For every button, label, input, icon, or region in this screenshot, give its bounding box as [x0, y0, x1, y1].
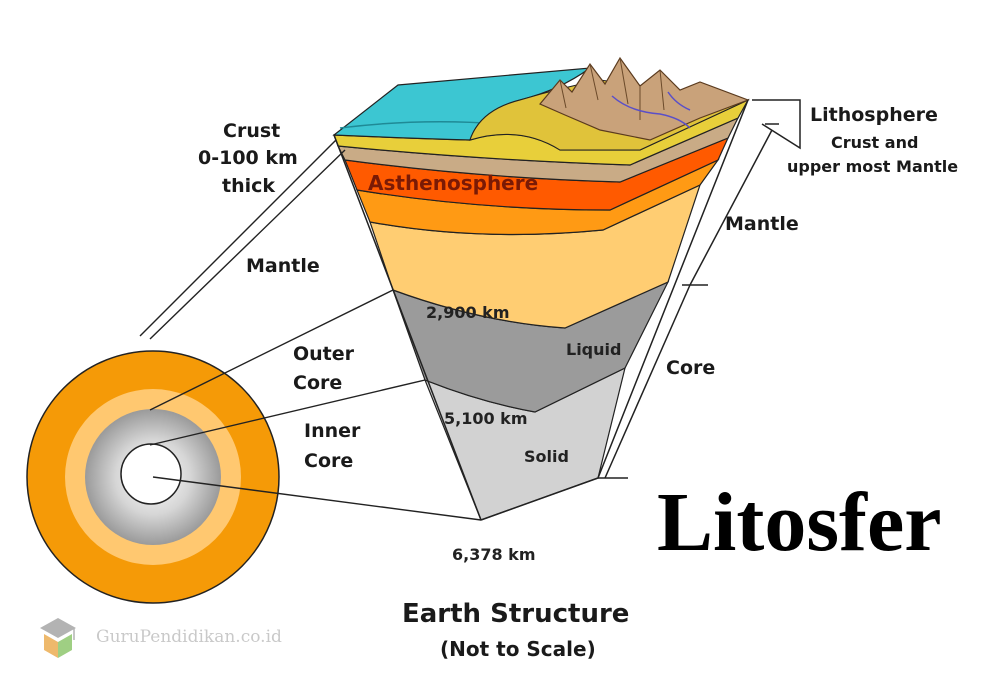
label-crust-thickness: 0-100 km — [198, 147, 298, 169]
label-liquid: Liquid — [566, 340, 621, 359]
mantle-scale-line — [689, 129, 773, 286]
connector-crust-2 — [149, 149, 346, 340]
connector-outer-core — [149, 289, 394, 411]
label-lithosphere-desc-1: Crust and — [831, 133, 918, 152]
core-scale-line — [604, 284, 691, 479]
left-labels: Crust 0-100 km thick Mantle Outer Core I… — [198, 120, 361, 472]
connector-crust-1 — [139, 139, 337, 337]
earth-wedge — [332, 56, 750, 521]
connector-inner-core — [149, 379, 426, 446]
mountain-range — [539, 56, 750, 141]
lithosphere-bracket — [752, 99, 801, 150]
label-inner-core-1: Inner — [304, 420, 361, 442]
right-scale — [598, 99, 801, 479]
label-depth-2900: 2,900 km — [426, 303, 510, 322]
label-inner-core-2: Core — [304, 450, 353, 472]
page-title: Litosfer — [657, 476, 942, 569]
mountain-shading — [559, 57, 665, 120]
wedge-front-edge — [333, 134, 482, 521]
caption-sub: (Not to Scale) — [440, 637, 596, 661]
graduation-cap-cube-icon — [40, 618, 76, 658]
label-depth-6378: 6,378 km — [452, 545, 536, 564]
label-mantle-left: Mantle — [246, 255, 320, 277]
label-outer-core-2: Core — [293, 372, 342, 394]
label-crust-thick: thick — [222, 175, 275, 197]
label-mantle-right: Mantle — [725, 213, 799, 235]
river-2 — [667, 91, 691, 111]
watermark-text: GuruPendidikan.co.id — [96, 627, 282, 647]
connector-lines — [139, 139, 482, 521]
caption-main: Earth Structure — [402, 599, 629, 629]
wedge-labels: Asthenosphere 2,900 km Liquid 5,100 km S… — [368, 171, 621, 564]
globe-inner-core — [120, 443, 182, 505]
connector-center — [152, 476, 482, 521]
label-depth-5100: 5,100 km — [444, 409, 528, 428]
label-outer-core-1: Outer — [293, 343, 355, 365]
label-core-right: Core — [666, 357, 715, 379]
label-asthenosphere: Asthenosphere — [368, 171, 538, 195]
label-lithosphere: Lithosphere — [810, 104, 938, 126]
watermark: GuruPendidikan.co.id — [40, 618, 282, 658]
label-solid: Solid — [524, 447, 569, 466]
label-crust: Crust — [223, 120, 280, 142]
right-labels: Lithosphere Crust and upper most Mantle … — [666, 104, 958, 379]
river-1 — [611, 95, 691, 129]
label-lithosphere-desc-2: upper most Mantle — [787, 157, 958, 176]
